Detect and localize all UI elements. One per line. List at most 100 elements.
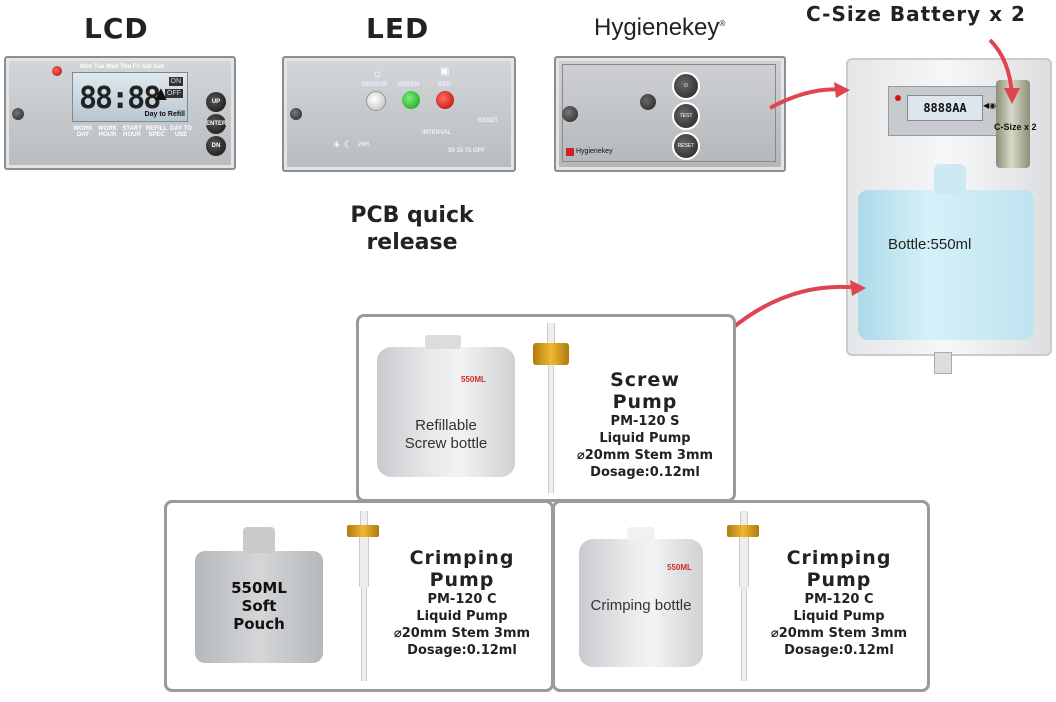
pouch-neck (243, 527, 275, 553)
brand-icon (566, 148, 574, 156)
mini-panel: 8888AA ◀◉▶ (888, 86, 1002, 136)
pcb-note-line-1: PCB quick (350, 203, 474, 228)
crimp-box: 550ML Crimping bottle Crimping Pump PM-1… (552, 500, 930, 692)
pump-top-stem (360, 511, 368, 527)
arrow-to-bottle-head (850, 280, 866, 296)
lcd-labels: WORK DAY WORK HOUR START HOUR REFILL SPE… (72, 126, 192, 138)
green-led (402, 91, 420, 109)
screw-pump-model: PM-120 S (610, 414, 680, 429)
screw-pump-text: Screw Pump PM-120 S Liquid Pump ⌀20mm St… (565, 369, 725, 481)
nozzle (934, 352, 952, 374)
pump-cap (533, 343, 569, 365)
bottle-label: Bottle:550ml (888, 236, 972, 253)
registered-mark: ® (719, 19, 726, 28)
screw-bottle-label-1: Refillable (415, 417, 477, 434)
screw-icon (562, 106, 578, 122)
crimp-bottle-550ml: 550ML (667, 563, 692, 572)
screw-bottle: 550ML Refillable Screw bottle (377, 335, 515, 477)
dispenser-body: 8888AA ◀◉▶ C-Size x 2 Bottle:550ml (846, 58, 1052, 356)
pouch-box: 550ML Soft Pouch Crimping Pump PM-120 C … (164, 500, 554, 692)
sensor-label: SENSOR (362, 82, 388, 88)
screw-pump-icon (529, 323, 573, 495)
bottle-neck (627, 527, 655, 541)
hygienekey-logo: Hygienekey® (594, 14, 725, 42)
lcd-digits: 88:88 (79, 81, 161, 116)
panel-logo: Hygienekey (576, 148, 613, 155)
mini-red-led (895, 95, 901, 101)
power-button[interactable]: ⏻ (672, 72, 700, 100)
crimp-pump-model: PM-120 C (804, 592, 874, 607)
hygienekey-logo-text: Hygienekey (594, 14, 720, 41)
enter-button[interactable]: ENTER (206, 114, 226, 134)
screw-pump-title-1: Screw (610, 369, 680, 391)
pump-body (739, 537, 749, 587)
soft-pouch: 550ML Soft Pouch (195, 527, 323, 663)
interval-label: INTERVAL (422, 130, 452, 136)
pump-top-stem (740, 511, 748, 527)
crimp-pump-text: Crimping Pump PM-120 C Liquid Pump ⌀20mm… (755, 547, 923, 659)
pcb-note: PCB quick release (330, 202, 494, 256)
pouch-pump-title-2: Pump (429, 569, 495, 591)
pump-cap (727, 525, 759, 537)
lcd-off-indicator: OFF (165, 89, 183, 98)
sensor-led (366, 91, 386, 111)
down-button[interactable]: DN (206, 136, 226, 156)
screw-bottle-550ml: 550ML (461, 375, 486, 384)
crimp-bottle-label: Crimping bottle (590, 597, 692, 614)
pump-tube (548, 365, 554, 493)
crimping-bottle: 550ML Crimping bottle (579, 527, 703, 667)
pump-tube (361, 587, 367, 681)
battery-label: C-Size x 2 (994, 122, 1037, 132)
crimp-pump-icon (723, 511, 763, 683)
screw-pump-type: Liquid Pump (599, 431, 691, 446)
crimp-pump-title-1: Crimping (786, 547, 892, 569)
pump-top-stem (547, 323, 555, 353)
lcd-on-indicator: ON (168, 77, 183, 86)
pouch-label-1: 550ML (231, 579, 287, 597)
crimp-pump-title-2: Pump (806, 569, 872, 591)
pouch-pump-dosage: Dosage:0.12ml (407, 643, 517, 658)
pouch-label: 550ML Soft Pouch (195, 579, 323, 633)
pump-body (359, 537, 369, 587)
screw-pump-size: ⌀20mm Stem 3mm (576, 448, 714, 463)
reset-label: RESET (478, 118, 499, 124)
pouch-label-2: Soft (241, 597, 277, 615)
crimp-pump-size: ⌀20mm Stem 3mm (770, 626, 908, 641)
crimp-pump-icon (343, 511, 383, 683)
led-panel: ☼ SENSOR GREEN ▣ RED RESET INTERVAL ☀ ☾ … (282, 56, 516, 172)
interval-values: 30 15 75 OFF (448, 148, 486, 154)
lcd-label-start-hour: START HOUR (122, 126, 142, 138)
arrow-to-bottle (728, 284, 861, 332)
weekday-row: Mon Tue Wed Thu Fri Sat Sun (80, 64, 165, 70)
reset-button[interactable]: RESET (672, 132, 700, 160)
day-to-refill-label: Day to Refill (144, 111, 185, 118)
sensor-icon: ☼ (372, 66, 383, 80)
warning-icon: ▲ (151, 83, 171, 105)
mode-24h-label: 24H (358, 142, 370, 148)
test-button[interactable]: TEST (672, 102, 700, 130)
pump-tube (741, 587, 747, 681)
pouch-pump-title-1: Crimping (409, 547, 515, 569)
arrow-to-panel-head (834, 82, 850, 98)
sensor-window (640, 94, 656, 110)
mini-digits: 8888AA (907, 95, 983, 121)
crimp-pump-dosage: Dosage:0.12ml (784, 643, 894, 658)
bottle-thread (425, 335, 461, 349)
screw-icon (12, 108, 24, 120)
arrow-to-battery-head (1004, 88, 1020, 104)
pcb-note-line-2: release (366, 230, 458, 255)
crimp-pump-type: Liquid Pump (793, 609, 885, 624)
screw-pump-title-2: Pump (612, 391, 678, 413)
lcd-label-day-to-use: DAY TO USE (170, 126, 192, 138)
lcd-label-work-hour: WORK HOUR (98, 126, 117, 138)
lcd-title: LCD (84, 12, 149, 45)
red-label: RED (438, 82, 451, 88)
pouch-icon: ▣ (440, 66, 450, 77)
bottle-neck (934, 164, 966, 194)
pouch-pump-type: Liquid Pump (416, 609, 508, 624)
led-title: LED (366, 12, 430, 45)
up-button[interactable]: UP (206, 92, 226, 112)
day-night-icon: ☀ ☾ (332, 140, 353, 151)
mini-buttons-icon: ◀◉▶ (983, 101, 1003, 110)
screw-pump-dosage: Dosage:0.12ml (590, 465, 700, 480)
